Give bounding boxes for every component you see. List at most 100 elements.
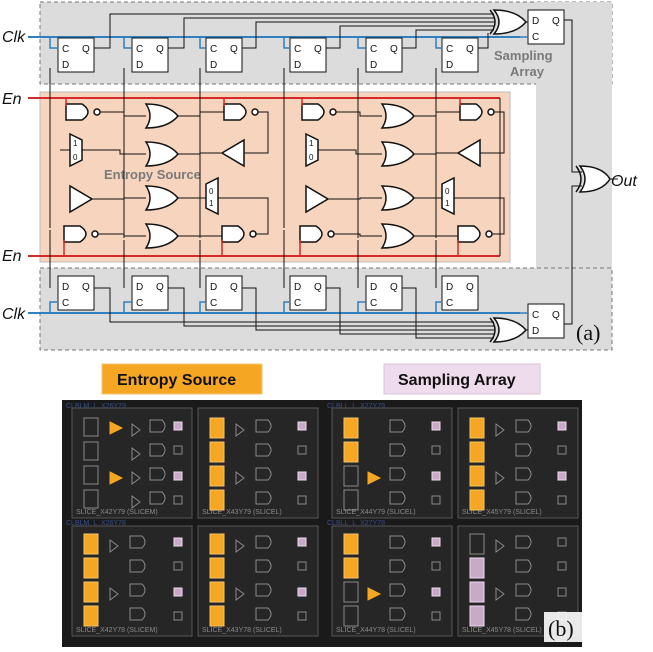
- svg-text:C: C: [294, 298, 301, 309]
- svg-text:Q: Q: [82, 44, 90, 55]
- clk-label-top: Clk: [2, 29, 26, 46]
- nand-gate: [65, 103, 89, 121]
- svg-text:D: D: [136, 282, 143, 293]
- panel-label-a: (a): [576, 320, 600, 345]
- clb-label: CLBLL_L_X27Y79: [327, 403, 385, 410]
- slice-name: SLICE_X42Y79 (SLICEM): [76, 509, 158, 516]
- svg-text:C: C: [532, 32, 539, 43]
- svg-text:D: D: [62, 282, 69, 293]
- nand-gate: [299, 225, 323, 243]
- svg-text:C: C: [210, 44, 217, 55]
- svg-text:1: 1: [445, 199, 450, 208]
- svg-text:Q: Q: [552, 16, 560, 27]
- xor-gates-sampling: [489, 9, 611, 343]
- clb-label: CLBLM_L_X26Y78: [66, 520, 126, 527]
- svg-text:D: D: [446, 282, 453, 293]
- flip-flop: [441, 275, 479, 311]
- en-label-top: En: [2, 91, 22, 108]
- enable-taps: [63, 98, 461, 256]
- svg-text:D: D: [62, 60, 69, 71]
- flip-flop: [57, 37, 95, 73]
- flip-flop: [131, 275, 169, 311]
- clb-label: CLBLL_L_X27Y78: [327, 520, 385, 527]
- svg-text:Q: Q: [314, 282, 322, 293]
- svg-text:C: C: [136, 44, 143, 55]
- svg-text:C: C: [370, 298, 377, 309]
- flip-flop: [441, 37, 479, 73]
- mux: [205, 176, 219, 216]
- legend-sampling-array: Sampling Array: [398, 372, 516, 389]
- svg-text:1: 1: [209, 199, 214, 208]
- svg-text:D: D: [446, 60, 453, 71]
- xor-gate: [380, 141, 415, 167]
- svg-text:Q: Q: [156, 282, 164, 293]
- svg-text:Q: Q: [552, 310, 560, 321]
- mux-labels: 10 01 10 01: [73, 139, 450, 208]
- svg-text:D: D: [136, 60, 143, 71]
- flip-flop: [289, 37, 327, 73]
- svg-text:Q: Q: [390, 282, 398, 293]
- slice-name: SLICE_X44Y78 (SLICEL): [336, 627, 416, 634]
- slice-name: SLICE_X45Y79 (SLICEL): [462, 509, 542, 516]
- svg-text:D: D: [210, 282, 217, 293]
- svg-text:Q: Q: [466, 282, 474, 293]
- slice-tile: SLICE_X43Y79 (SLICEL): [197, 407, 319, 519]
- svg-text:Q: Q: [82, 282, 90, 293]
- flip-flop: [131, 37, 169, 73]
- svg-text:0: 0: [445, 187, 450, 196]
- svg-text:C: C: [136, 298, 143, 309]
- svg-text:D: D: [294, 60, 301, 71]
- clk-label-bottom: Clk: [2, 306, 26, 323]
- flip-flop-row-bottom: [57, 275, 565, 339]
- clock-taps: [49, 36, 528, 314]
- slice-name: SLICE_X42Y78 (SLICEM): [76, 627, 158, 634]
- svg-text:D: D: [370, 60, 377, 71]
- svg-text:0: 0: [309, 153, 314, 162]
- trng-schematic: Clk En En Clk Out Entropy Source Samplin…: [2, 1, 637, 351]
- en-label-bottom: En: [2, 248, 22, 265]
- nand-gate: [223, 103, 247, 121]
- slice-tile: SLICE_X44Y78 (SLICEL): [331, 525, 453, 637]
- svg-text:C: C: [446, 44, 453, 55]
- legend-entropy-source-swatch: [101, 363, 263, 395]
- slice-tile: SLICE_X42Y78 (SLICEM): [71, 525, 193, 637]
- entropy-cell-left: [63, 103, 259, 249]
- nand-gate: [301, 103, 325, 121]
- nand-gate: [63, 225, 87, 243]
- svg-text:Q: Q: [230, 282, 238, 293]
- svg-text:C: C: [446, 298, 453, 309]
- flip-flop: [289, 275, 327, 311]
- out-label: Out: [611, 173, 637, 190]
- mux: [305, 132, 319, 168]
- svg-text:Q: Q: [466, 44, 474, 55]
- sampling-array-label-line1: Sampling: [494, 48, 553, 63]
- panel-label-b-bg: [544, 612, 584, 642]
- fpga-layout: Entropy Source Sampling Array CLBLM_L_X2…: [0, 360, 653, 647]
- entropy-wiring: [60, 111, 505, 237]
- slice-name: SLICE_X43Y78 (SLICEL): [202, 627, 282, 634]
- xor-gate: [380, 185, 415, 211]
- xor-gate-top: [492, 9, 527, 35]
- svg-text:D: D: [210, 60, 217, 71]
- entropy-cell-right: [299, 103, 495, 249]
- svg-text:C: C: [62, 44, 69, 55]
- flip-flop: [527, 303, 565, 339]
- slice-tile: SLICE_X42Y79 (SLICEM): [71, 407, 193, 519]
- xor-gate: [380, 103, 415, 129]
- buffer-gate: [305, 184, 330, 214]
- svg-text:C: C: [294, 44, 301, 55]
- buffer-gate: [69, 184, 94, 214]
- mux: [441, 176, 455, 216]
- svg-text:C: C: [370, 44, 377, 55]
- svg-text:Q: Q: [314, 44, 322, 55]
- flip-flop-row-top: [57, 9, 565, 73]
- xor-gate: [144, 141, 179, 167]
- entropy-source-label: Entropy Source: [104, 167, 201, 182]
- flip-flop: [527, 9, 565, 45]
- svg-text:0: 0: [73, 153, 78, 162]
- flip-flop: [205, 37, 243, 73]
- svg-text:D: D: [370, 282, 377, 293]
- slice-name: SLICE_X43Y79 (SLICEL): [202, 509, 282, 516]
- legend-entropy-source: Entropy Source: [117, 372, 236, 389]
